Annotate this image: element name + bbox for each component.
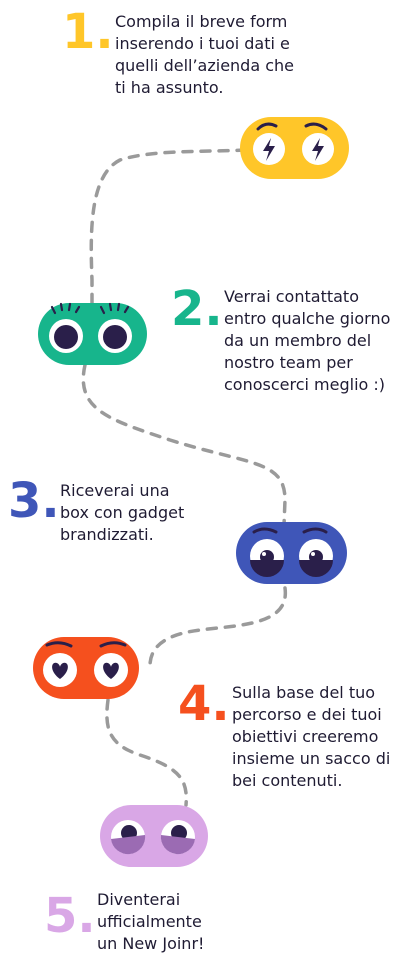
step-4-number: 4. bbox=[178, 676, 230, 732]
step-2-number: 2. bbox=[171, 281, 223, 337]
step-5-number: 5. bbox=[44, 888, 96, 944]
half-closed-eyes-icon bbox=[111, 820, 195, 855]
step-1-number: 1. bbox=[62, 4, 114, 60]
step-3-text: Riceverai una box con gadget brandizzati… bbox=[60, 481, 185, 544]
step-3-number: 3. bbox=[8, 473, 60, 529]
step-4-text: Sulla base del tuo percorso e dei tuoi o… bbox=[232, 683, 391, 790]
dashed-connector-path bbox=[81, 148, 287, 807]
mascot-orange bbox=[33, 637, 139, 699]
lightning-eyes-icon bbox=[263, 138, 324, 161]
step-5-text: Diventerai ufficialmente un New Joinr! bbox=[97, 890, 205, 953]
mascot-blue bbox=[236, 522, 347, 584]
mascot-lilac bbox=[100, 805, 208, 867]
mascot-green bbox=[38, 302, 147, 365]
mascot-yellow bbox=[240, 117, 349, 179]
step-1-text: Compila il breve form inserendo i tuoi d… bbox=[115, 12, 294, 97]
heart-eyes-icon bbox=[52, 662, 119, 679]
sleepy-eyes-icon bbox=[250, 539, 333, 577]
step-2-text: Verrai contattato entro qualche giorno d… bbox=[224, 287, 391, 394]
lash-eyes-icon bbox=[49, 302, 132, 353]
